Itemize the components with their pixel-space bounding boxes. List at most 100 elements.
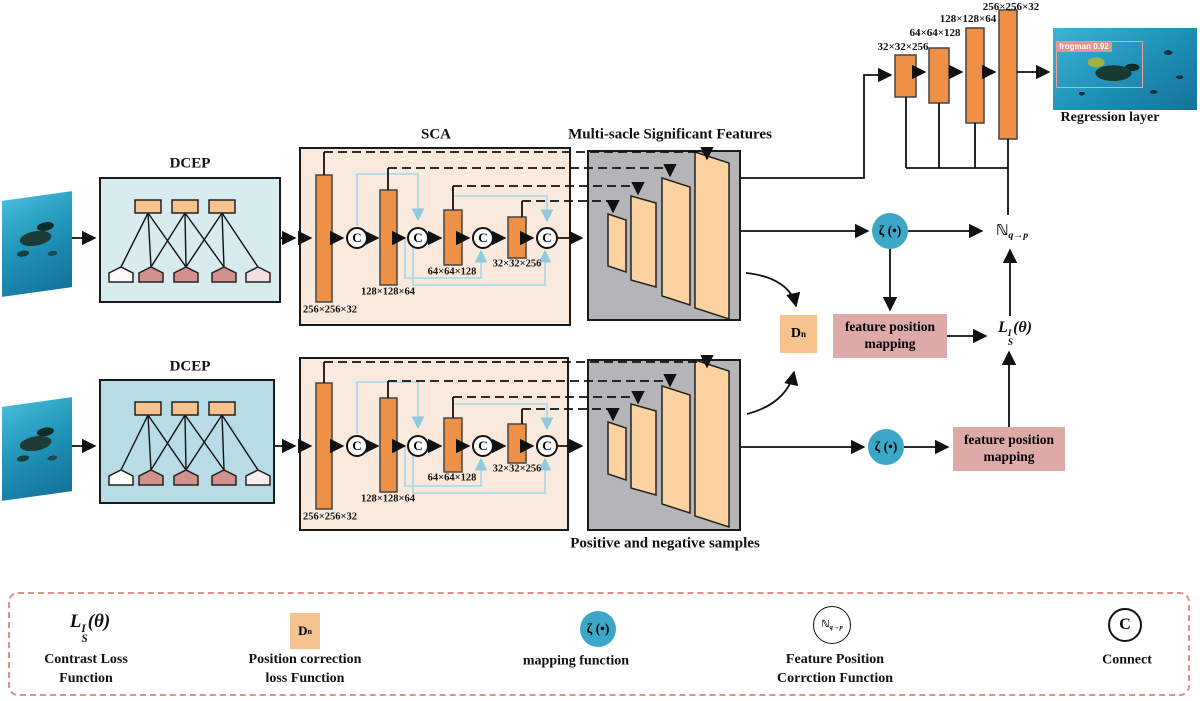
- sca-title: SCA: [420, 126, 452, 143]
- detection-label: frogman 0.92: [1056, 41, 1112, 52]
- multiscale-parallelograms: [607, 150, 730, 321]
- dashed-wires-bottom: [323, 354, 714, 424]
- concat-node: C: [536, 435, 558, 457]
- feature-bar: [507, 423, 527, 464]
- feature-bar: [443, 209, 463, 266]
- pentagon-node: [245, 266, 271, 283]
- parallelogram: [630, 195, 657, 288]
- output-wires: [740, 67, 893, 455]
- dim-label: 128×128×64: [361, 493, 415, 505]
- feature-position-mapping-box: feature position mapping: [833, 314, 947, 358]
- sca-box-top: [299, 147, 571, 326]
- feature-bar: [315, 382, 333, 510]
- feature-bar: [507, 216, 527, 259]
- dim-label: 32×32×256: [492, 258, 542, 270]
- pentagon-node: [108, 469, 134, 486]
- pentagon-node: [211, 266, 237, 283]
- zeta-mapping-node: ζ (•): [868, 429, 904, 465]
- dashed-wires-top: [323, 146, 714, 217]
- regression-wires: [905, 64, 1051, 215]
- blue-skip-wires: [356, 173, 554, 494]
- zeta-mapping-node: ζ (•): [872, 213, 908, 249]
- pentagon-node: [173, 266, 199, 283]
- samples-parallelograms: [607, 358, 730, 529]
- parallelogram: [630, 403, 657, 496]
- parallelogram: [661, 176, 691, 307]
- feature-bar: [315, 174, 333, 303]
- dcep-bottom-internals: [108, 401, 271, 486]
- sca-box-bottom: [299, 357, 569, 531]
- concat-node: C: [407, 435, 429, 457]
- feature-bar: [379, 397, 398, 493]
- concat-node: C: [472, 435, 494, 457]
- concat-node: C: [536, 227, 558, 249]
- legend-caption: mapping function: [522, 653, 630, 669]
- dim-label: 256×256×32: [982, 1, 1040, 13]
- legend-caption: Contrast Loss Function: [44, 652, 128, 686]
- dcep-title-top: DCEP: [169, 155, 211, 172]
- feature-bar: [965, 27, 985, 124]
- dim-label: 128×128×64: [939, 13, 997, 25]
- legend-caption: Feature Position Corrction Function: [776, 652, 894, 686]
- legend-zeta-node: ζ (•): [580, 611, 616, 647]
- legend-nqp-node: ℕq→p: [813, 606, 851, 644]
- dcep-feature-node: [134, 199, 162, 214]
- feature-bar: [379, 189, 398, 286]
- dim-label: 256×256×32: [303, 511, 357, 523]
- legend-connect-node: C: [1108, 608, 1142, 642]
- concat-node: C: [346, 227, 368, 249]
- dim-label: 256×256×32: [303, 304, 357, 316]
- dcep-feature-node: [171, 199, 199, 214]
- dcep-feature-node: [134, 401, 162, 416]
- dcep-top-internals: [108, 199, 271, 283]
- dcep-feature-node: [208, 401, 236, 416]
- feature-position-mapping-box: feature position mapping: [953, 427, 1065, 471]
- feature-bar: [998, 9, 1018, 140]
- parallelogram: [607, 420, 627, 482]
- pentagon-node: [108, 266, 134, 283]
- feature-bar: [443, 417, 463, 473]
- samples-title: Positive and negative samples: [570, 535, 760, 552]
- pentagon-node: [173, 469, 199, 486]
- dcep-title-bottom: DCEP: [169, 358, 211, 375]
- concat-node: C: [472, 227, 494, 249]
- legend-caption: Position correction loss Function: [248, 652, 362, 686]
- regression-bars: [894, 9, 1018, 140]
- dcep-feature-node: [171, 401, 199, 416]
- concat-node: C: [407, 227, 429, 249]
- parallelogram: [661, 384, 691, 515]
- pentagon-node: [138, 469, 164, 486]
- pentagon-node: [211, 469, 237, 486]
- pentagon-node: [138, 266, 164, 283]
- input-photo-top: [2, 191, 72, 297]
- dim-label: 64×64×128: [909, 27, 961, 39]
- dim-label: 32×32×256: [877, 41, 929, 53]
- parallelogram: [694, 358, 730, 529]
- input-photo-bottom: [2, 397, 72, 501]
- detection-result-photo: frogman 0.92: [1053, 28, 1197, 110]
- regression-title: Regression layer: [1060, 110, 1160, 125]
- dim-label: 128×128×64: [361, 286, 415, 298]
- parallelogram: [607, 212, 627, 274]
- loss-wires: [882, 223, 1018, 455]
- dim-label: 32×32×256: [492, 463, 542, 475]
- multiscale-title: Multi-sacle Significant Features: [568, 126, 772, 143]
- concat-node: C: [346, 435, 368, 457]
- detection-bounding-box: frogman 0.92: [1056, 41, 1143, 88]
- feature-bar: [894, 54, 917, 98]
- legend-caption: Connect: [1102, 652, 1152, 668]
- pentagon-node: [245, 469, 271, 486]
- feature-position-correction-symbol: ℕq→p: [995, 221, 1029, 241]
- feature-bar: [928, 47, 950, 104]
- dcep-box-top: [99, 177, 281, 303]
- dim-label: 64×64×128: [427, 472, 477, 484]
- dcep-feature-node: [208, 199, 236, 214]
- parallelogram: [694, 150, 730, 321]
